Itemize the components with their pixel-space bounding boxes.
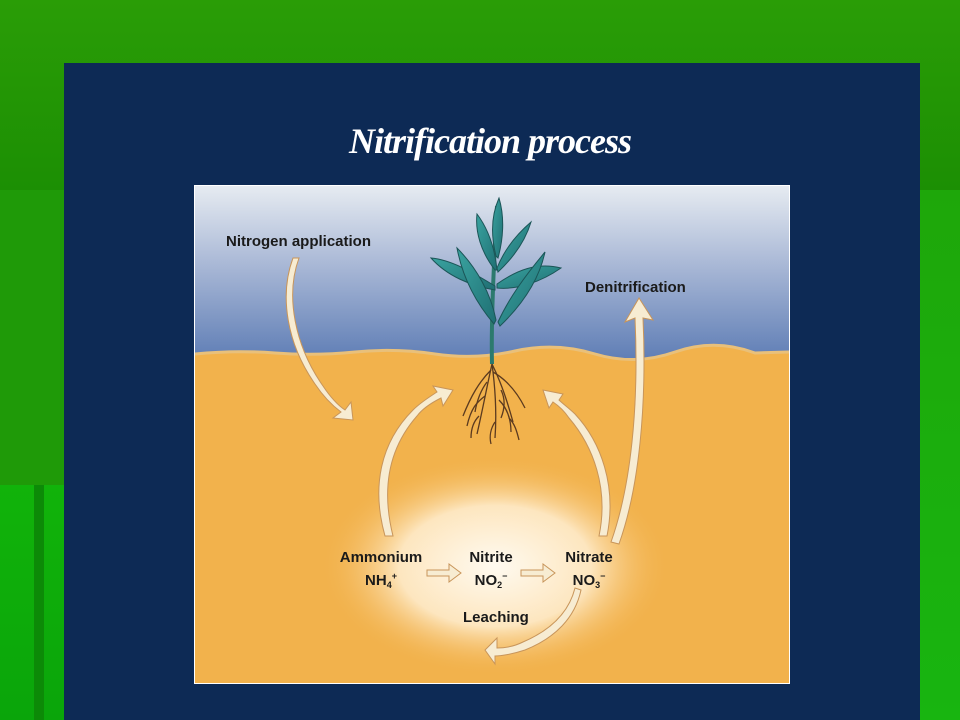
nitrite-name: Nitrite: [469, 549, 513, 566]
nitrate-name: Nitrate: [565, 549, 613, 566]
diagram-illustration: [195, 186, 789, 683]
ammonium-formula: NH4+: [365, 571, 397, 590]
nitrification-diagram: Nitrogen application Denitrification Lea…: [194, 185, 790, 684]
leaching-label: Leaching: [463, 609, 529, 626]
slide-background-left: [0, 485, 64, 720]
plant-roots: [462, 363, 526, 445]
nitrite-to-nitrate-arrow: [520, 563, 556, 583]
nitrogen-application-arrow: [285, 257, 354, 421]
nitrite-formula: NO2−: [474, 571, 508, 590]
nitrate-formula: NO3−: [572, 571, 606, 590]
denitrification-label: Denitrification: [585, 279, 686, 296]
slide-background-left-shadow: [34, 485, 44, 720]
ammonium-node: Ammonium NH4+: [335, 548, 427, 595]
ammonium-uptake-arrow: [378, 385, 454, 537]
slide-title: Nitrification process: [349, 121, 632, 161]
plant: [429, 196, 563, 365]
ammonium-name: Ammonium: [339, 549, 423, 566]
denitrification-arrow: [610, 297, 655, 545]
slide-background-right: [912, 190, 960, 720]
nitrate-node: Nitrate NO3−: [557, 548, 621, 595]
nitrate-uptake-arrow: [542, 389, 611, 537]
flow-arrows: [285, 257, 655, 666]
nitrogen-application-label: Nitrogen application: [226, 233, 372, 250]
nitrite-node: Nitrite NO2−: [461, 548, 521, 595]
ammonium-to-nitrite-arrow: [426, 563, 462, 583]
reaction-glow: [320, 456, 670, 676]
leaching-arrow: [484, 587, 582, 666]
